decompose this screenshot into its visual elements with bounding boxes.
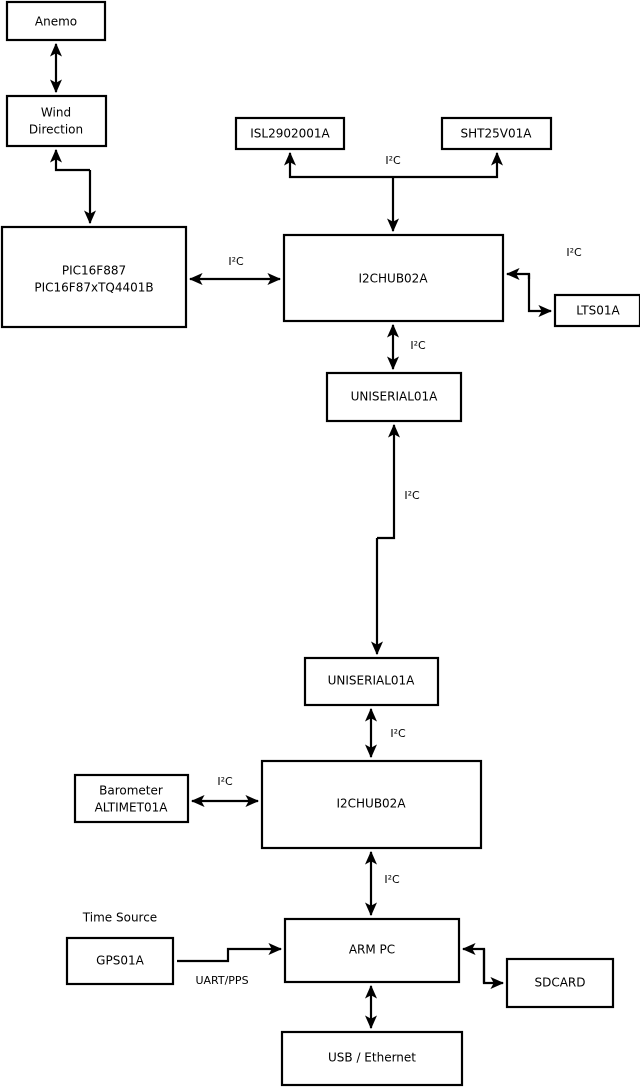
edge-label-uart-pps: UART/PPS (195, 974, 248, 987)
node-arm-pc-label: ARM PC (349, 943, 395, 957)
node-uniserial01a-bottom[interactable]: UNISERIAL01A (303, 656, 440, 707)
node-wind-direction[interactable]: Wind Direction (5, 94, 108, 148)
node-uniserial01a-top[interactable]: UNISERIAL01A (325, 371, 463, 423)
node-anemo-label: Anemo (35, 15, 77, 29)
node-uniserial01a-top-label: UNISERIAL01A (351, 390, 439, 404)
node-usb-ethernet-label: USB / Ethernet (328, 1051, 416, 1065)
node-pic16f887-label-2: PIC16F87xTQ4401B (34, 281, 153, 295)
edge-uniserial1-up (377, 423, 401, 540)
node-i2chub02a-bottom-label: I2CHUB02A (336, 797, 406, 811)
edge-armpc-to-sdcard (482, 949, 505, 990)
free-label-layer: Time Source (82, 911, 157, 925)
node-uniserial01a-bottom-label: UNISERIAL01A (328, 674, 416, 688)
node-wind-direction-label-2: Direction (29, 123, 83, 137)
node-anemo[interactable]: Anemo (5, 0, 107, 42)
edge-sdcard-to-armpc (461, 942, 486, 983)
node-i2chub02a-top[interactable]: I2CHUB02A (282, 233, 505, 323)
edge-label-i2c-hub2-armpc: I²C (384, 873, 400, 886)
node-pic16f887-label-1: PIC16F887 (62, 264, 126, 278)
node-sdcard[interactable]: SDCARD (505, 957, 615, 1009)
edge-label-i2c-uniserial2-hub2: I²C (390, 727, 406, 740)
node-isl2902001a[interactable]: ISL2902001A (234, 116, 346, 151)
edge-label-layer: I²C I²C I²C I²C I²C I²C I²C I²C UART/PPS (195, 154, 582, 987)
node-sht25v01a-label: SHT25V01A (461, 127, 533, 141)
node-arm-pc[interactable]: ARM PC (283, 917, 461, 984)
node-sht25v01a[interactable]: SHT25V01A (440, 116, 553, 151)
edge-gps-armpc (177, 942, 283, 963)
edge-label-i2c-pic-hub: I²C (228, 255, 244, 268)
node-barometer-label-2: ALTIMET01A (95, 801, 169, 815)
label-time-source: Time Source (82, 911, 157, 925)
edge-pic-wind-up (49, 148, 90, 172)
node-barometer-altimet01a[interactable]: Barometer ALTIMET01A (73, 773, 190, 824)
edge-label-i2c-bus-top: I²C (385, 154, 401, 167)
node-isl2902001a-label: ISL2902001A (250, 127, 330, 141)
node-lts01a-label: LTS01A (576, 304, 620, 318)
edge-label-i2c-uniserial-uniserial: I²C (404, 489, 420, 502)
node-gps01a-label: GPS01A (96, 954, 144, 968)
node-wind-direction-label-1: Wind (41, 106, 71, 120)
node-lts01a[interactable]: LTS01A (553, 293, 640, 328)
node-gps01a[interactable]: GPS01A (65, 936, 175, 986)
node-pic16f887[interactable]: PIC16F887 PIC16F87xTQ4401B (0, 225, 188, 329)
edge-label-i2c-hub-lts: I²C (566, 246, 582, 259)
edge-hub-to-lts (527, 274, 553, 318)
edge-bus-to-isl (283, 151, 393, 179)
edge-label-i2c-barometer-hub2: I²C (217, 775, 233, 788)
node-i2chub02a-top-label: I2CHUB02A (358, 272, 428, 286)
node-barometer-label-1: Barometer (99, 784, 163, 798)
edge-bus-to-sht (393, 151, 504, 179)
node-sdcard-label: SDCARD (534, 976, 585, 990)
connector-layer (49, 42, 553, 1030)
edge-lts-to-hub (505, 267, 531, 281)
node-i2chub02a-bottom[interactable]: I2CHUB02A (260, 759, 483, 850)
node-usb-ethernet[interactable]: USB / Ethernet (280, 1030, 464, 1087)
edge-label-i2c-hub-uniserial1: I²C (410, 339, 426, 352)
